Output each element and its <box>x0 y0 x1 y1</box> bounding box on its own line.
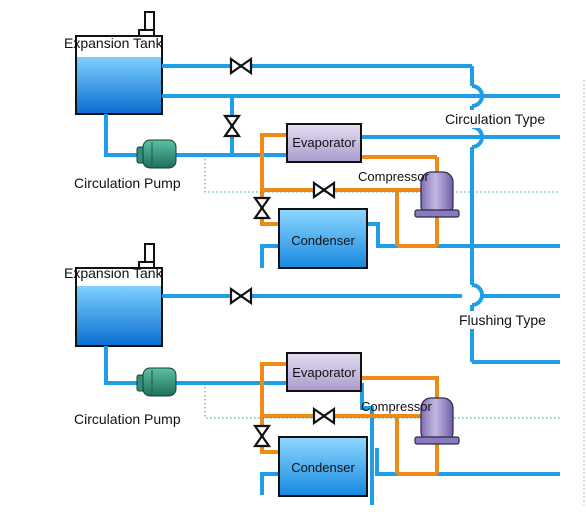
bottom-circulation-pump-label: Circulation Pump <box>74 411 181 427</box>
bottom-type-label: Flushing Type <box>459 312 546 328</box>
top-system: Expansion Tank <box>64 11 560 362</box>
bottom-compressor-icon <box>414 397 460 445</box>
bottom-condenser <box>278 436 368 497</box>
top-expansion-tank <box>75 11 163 115</box>
bottom-evaporator-label: Evaporator <box>292 365 356 380</box>
top-dotted-line <box>204 155 560 193</box>
bottom-circulation-pump-icon <box>136 367 177 397</box>
top-type-label: Circulation Type <box>445 111 545 127</box>
bottom-evaporator <box>286 352 362 392</box>
top-refrigerant-pipes <box>260 133 439 248</box>
bottom-condenser-label: Condenser <box>291 460 355 475</box>
top-condenser-label: Condenser <box>291 233 355 248</box>
top-compressor-label: Compressor <box>358 169 429 184</box>
bottom-condenser-valve-icon <box>252 424 272 448</box>
top-refrigerant-valve-icon <box>312 180 336 200</box>
top-condenser <box>278 208 368 269</box>
bottom-tank-valve-icon <box>229 286 253 306</box>
top-condenser-valve-icon <box>252 196 272 220</box>
bottom-expansion-tank <box>75 243 163 347</box>
top-circulation-pump-label: Circulation Pump <box>74 175 181 191</box>
top-circulation-pump-icon <box>136 139 177 169</box>
top-compressor-icon <box>414 171 460 218</box>
bottom-water-pipes <box>104 294 560 505</box>
bottom-refrigerant-pipes <box>260 362 439 476</box>
top-evaporator <box>286 123 362 163</box>
top-expansion-tank-label: Expansion Tank <box>64 35 164 51</box>
bottom-refrigerant-valve-icon <box>312 406 336 426</box>
bottom-expansion-tank-label: Expansion Tank <box>64 265 164 281</box>
top-bypass-valve-icon <box>222 114 242 138</box>
bottom-compressor-label: Compressor <box>361 399 432 414</box>
top-evaporator-label: Evaporator <box>292 135 356 150</box>
top-water-pipes <box>104 64 560 362</box>
top-tank-valve-icon <box>229 56 253 76</box>
bottom-system: Expansion Tank <box>64 243 560 505</box>
